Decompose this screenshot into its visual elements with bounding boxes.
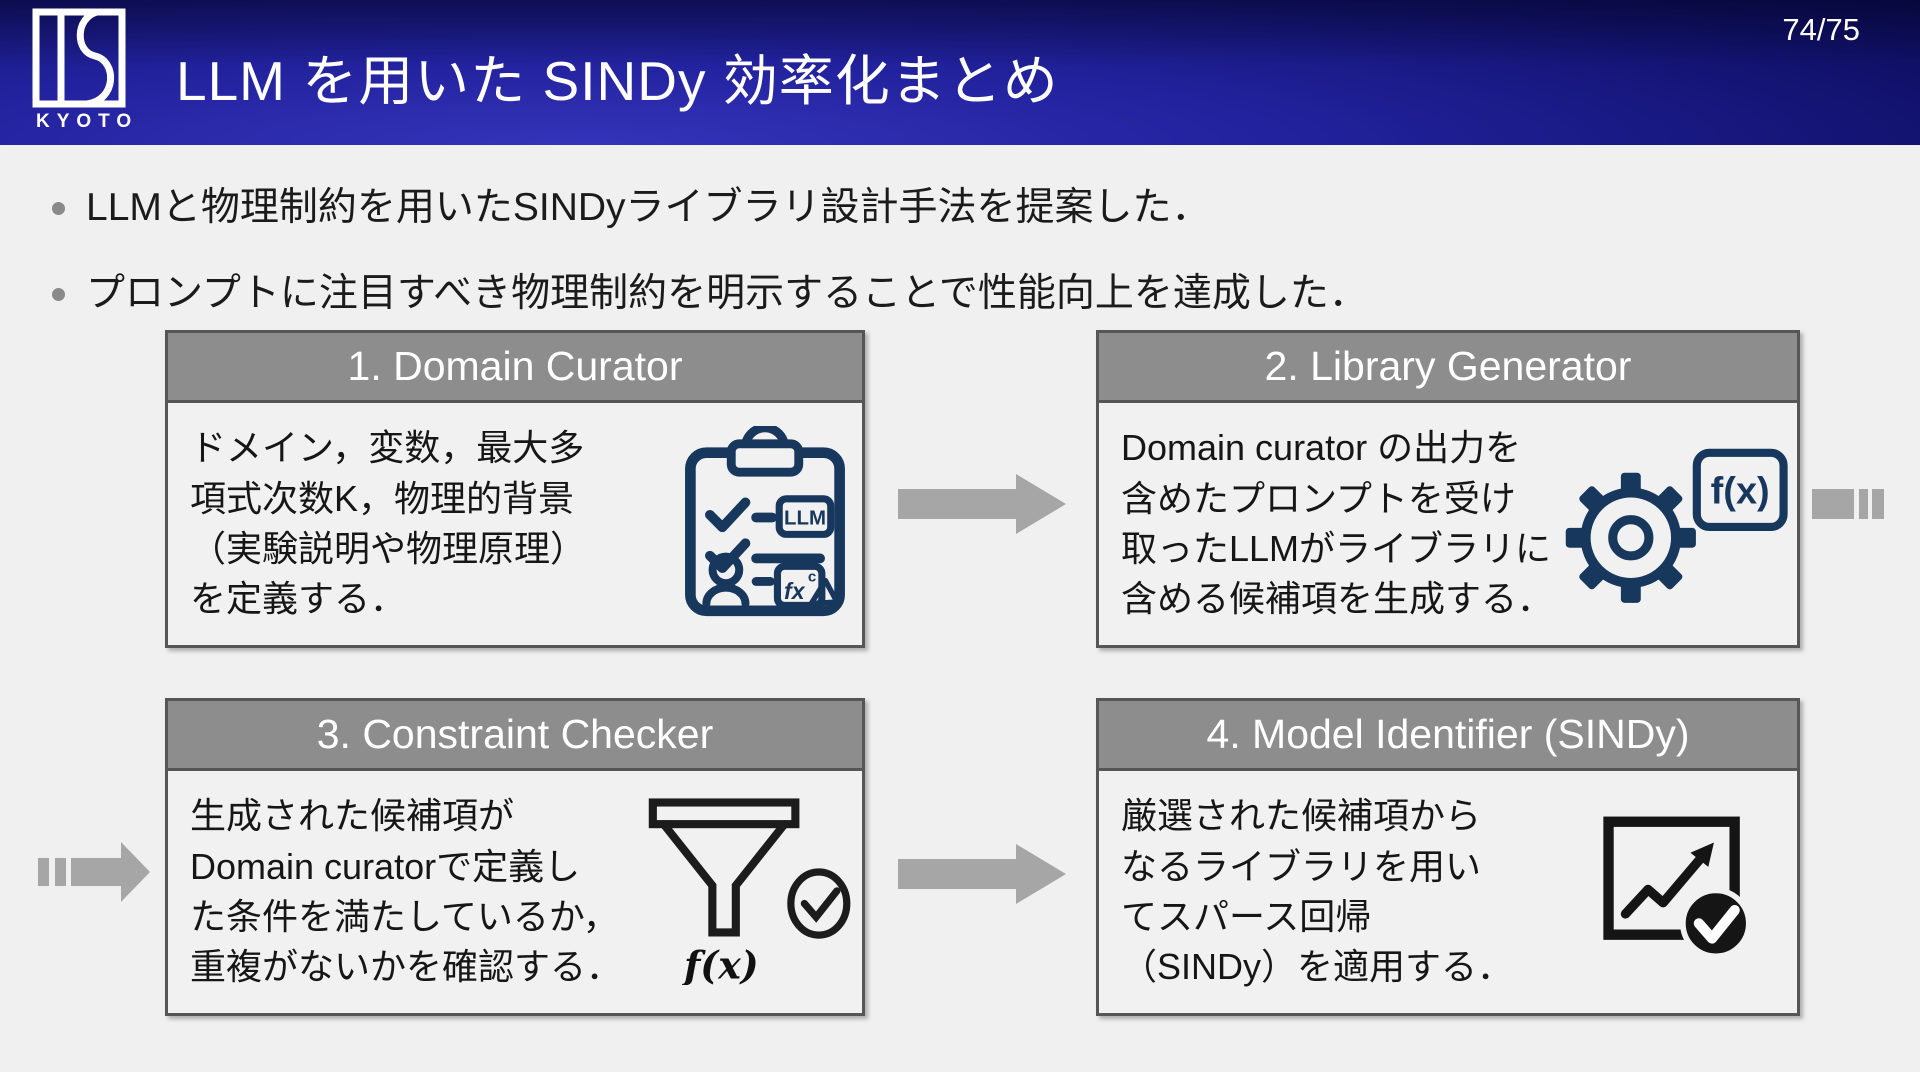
clipboard-fx-label: fx: [784, 578, 806, 604]
slide-bottom-edge: [0, 1072, 1920, 1080]
process-box-title: 4. Model Identifier (SINDy): [1099, 701, 1797, 771]
flow-arrow-exit-icon: [1812, 489, 1884, 519]
bullet-text: LLMと物理制約を用いたSINDyライブラリ設計手法を提案した．: [86, 186, 1211, 229]
bullet-marker: [52, 202, 65, 215]
clipboard-c-label: c: [808, 568, 816, 585]
bullet-item: LLMと物理制約を用いたSINDyライブラリ設計手法を提案した．: [52, 182, 1852, 234]
slide-header-band: KYOTO LLM を用いた SINDy 効率化まとめ 74/75: [0, 0, 1920, 145]
process-box-description: Domain curator の出力を 含めたプロンプトを受け 取ったLLMがラ…: [1121, 427, 1554, 620]
process-box-constraint-checker: 3. Constraint Checker 生成された候補項が Domain c…: [165, 698, 865, 1016]
process-box-model-identifier: 4. Model Identifier (SINDy) 厳選された候補項から な…: [1096, 698, 1800, 1016]
bullet-item: プロンプトに注目すべき物理制約を明示することで性能向上を達成した．: [52, 268, 1852, 320]
kyoto-logo-mark-icon: [32, 8, 126, 108]
process-box-title: 1. Domain Curator: [168, 333, 862, 403]
clipboard-checklist-icon: LLM fx c: [676, 423, 854, 622]
bullet-marker: [52, 288, 65, 301]
page-number: 74/75: [1782, 12, 1860, 47]
process-box-description: 厳選された候補項から なるライブラリを用い てスパース回帰 （SINDy）を適用…: [1121, 795, 1514, 988]
chart-growth-check-icon: [1601, 814, 1761, 970]
flow-arrow-right-icon: [898, 844, 1066, 904]
process-box-description: 生成された候補項が Domain curatorで定義し た条件を満たしているか…: [190, 795, 623, 988]
gear-fx-label: f(x): [1711, 470, 1770, 512]
slide-title: LLM を用いた SINDy 効率化まとめ: [176, 50, 1059, 112]
process-box-title: 3. Constraint Checker: [168, 701, 862, 771]
process-box-description: ドメイン，変数，最大多 項式次数K，物理的背景 （実験説明や物理原理） を定義す…: [190, 427, 587, 620]
flow-arrow-right-icon: [898, 474, 1066, 534]
process-box-library-generator: 2. Library Generator Domain curator の出力を…: [1096, 330, 1800, 648]
kyoto-university-logo: KYOTO: [30, 8, 139, 133]
clipboard-llm-label: LLM: [784, 508, 826, 530]
bullet-text: プロンプトに注目すべき物理制約を明示することで性能向上を達成した．: [86, 272, 1368, 315]
funnel-check-icon: f(x): [642, 795, 854, 990]
flow-arrow-enter-icon: [38, 842, 150, 902]
gear-function-icon: f(x): [1554, 431, 1789, 617]
kyoto-logo-text: KYOTO: [36, 111, 139, 132]
process-box-domain-curator: 1. Domain Curator ドメイン，変数，最大多 項式次数K，物理的背…: [165, 330, 865, 648]
process-box-title: 2. Library Generator: [1099, 333, 1797, 403]
funnel-fx-label: f(x): [681, 942, 759, 985]
